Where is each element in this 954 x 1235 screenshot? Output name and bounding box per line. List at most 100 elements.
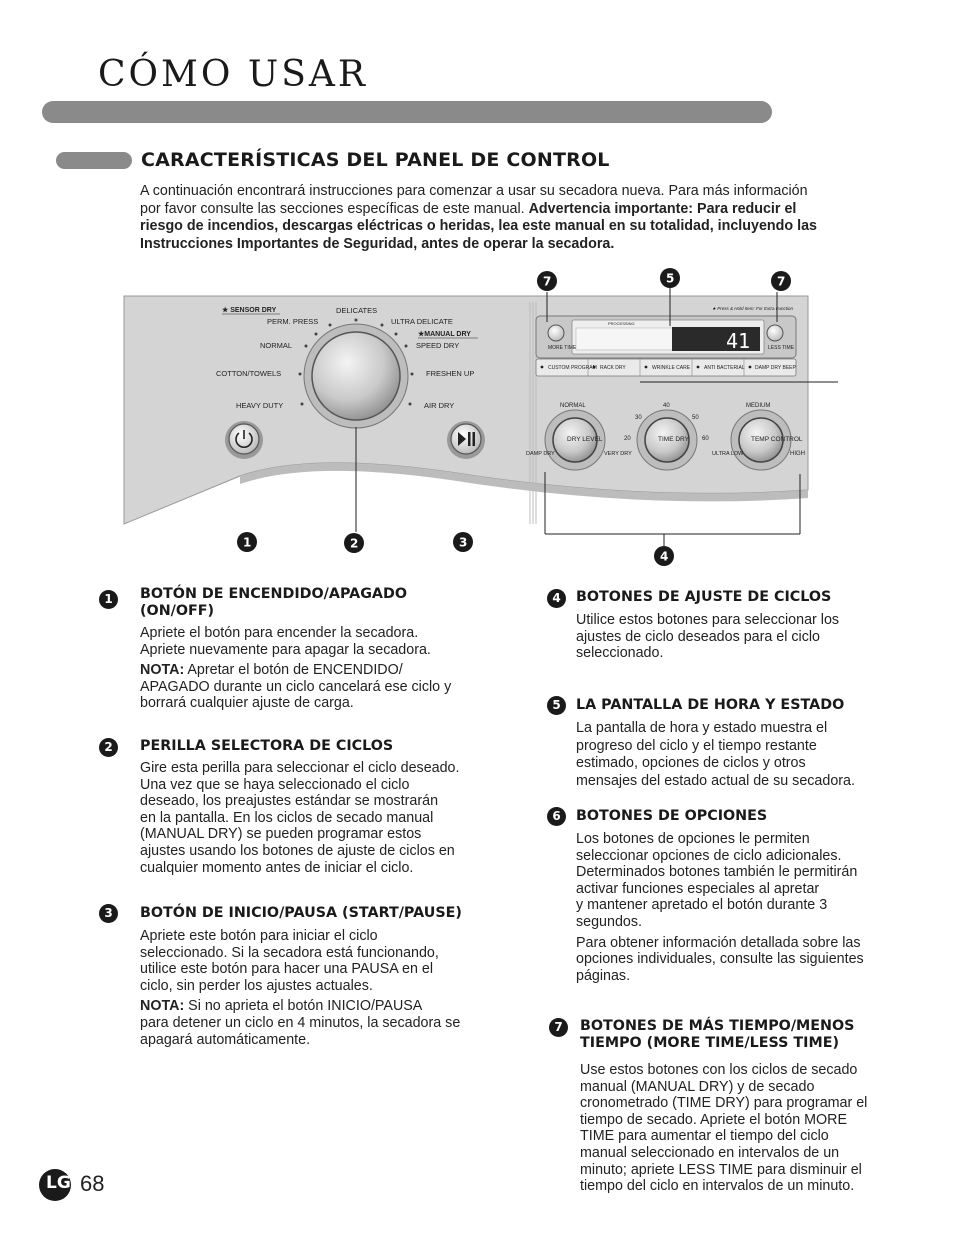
body-line: deseado, los preajustes estándar se most…: [140, 793, 439, 810]
time-dry-knob: [636, 409, 698, 471]
item-title-line: BOTÓN DE ENCENDIDO/APAGADO: [140, 586, 408, 602]
body-line: y mantener apretado el botón durante 3: [576, 897, 828, 914]
dial-dots: [298, 318, 414, 406]
note-label: NOTA:: [140, 998, 185, 1015]
lcd-digits: 41: [726, 329, 750, 353]
cycle-dial: [311, 331, 401, 421]
body-line: seleccionado. Si la secadora está funcio…: [140, 944, 439, 961]
freshen-up-label: FRESHEN UP: [426, 369, 474, 378]
body-line: Determinados botones también le permitir…: [576, 864, 858, 881]
note-line: apagará automáticamente.: [140, 1031, 311, 1048]
processing-label: PROCESSING: [608, 321, 635, 326]
item-3-body: Apriete este botón para iniciar el ciclo…: [140, 928, 500, 1052]
body-line: cualquier momento antes de iniciar el ci…: [140, 859, 414, 876]
body-line: (MANUAL DRY) se pueden programar estos: [140, 826, 422, 843]
item-3-title: BOTÓN DE INICIO/PAUSA (START/PAUSE): [140, 905, 462, 921]
callout-3: 3: [453, 532, 473, 552]
svg-text:2: 2: [350, 537, 358, 551]
very-dry-label: VERY DRY: [604, 451, 632, 457]
body-line: manual seleccionado en intervalos de un: [580, 1144, 840, 1161]
item-6-number: 6: [547, 807, 566, 826]
item-4-body: Utilice estos botones para seleccionar l…: [576, 612, 906, 662]
note-label: NOTA:: [140, 662, 185, 679]
intro-warning: Instrucciones Importantes de Seguridad, …: [140, 235, 615, 252]
press-hold-hint: ★ Press & Hold Item: For Extra Function: [712, 306, 794, 311]
control-panel-illustration: ★ SENSOR DRY PERM. PRESS DELICATES ULTRA…: [120, 262, 840, 582]
body-line: Utilice estos botones para seleccionar l…: [576, 612, 840, 628]
body-line: tiempo del ciclo en intervalos de un min…: [580, 1178, 855, 1195]
item-4-number: 4: [547, 589, 566, 608]
callout-5: 5: [660, 268, 680, 288]
svg-text:4: 4: [660, 550, 668, 564]
body-line: Use estos botones con los ciclos de seca…: [580, 1062, 858, 1078]
item-title-line: BOTONES DE MÁS TIEMPO/MENOS: [580, 1018, 855, 1034]
intro-paragraph: A continuación encontrará instrucciones …: [140, 183, 900, 253]
item-6-title: BOTONES DE OPCIONES: [576, 808, 768, 824]
temp-control-knob: [730, 409, 792, 471]
less-time-button: [766, 324, 784, 342]
svg-text:1: 1: [243, 536, 251, 550]
body-line: Una vez que se haya seleccionado el cicl…: [140, 776, 410, 793]
callout-lines: [355, 288, 838, 546]
more-time-label: MORE TIME: [548, 345, 577, 351]
item-5-title: LA PANTALLA DE HORA Y ESTADO: [576, 697, 845, 713]
option-buttons-strip: [535, 358, 797, 377]
time-40-label: 40: [663, 403, 670, 409]
air-dry-label: AIR DRY: [424, 401, 454, 410]
callout-4: 4: [654, 546, 674, 566]
dry-level-knob: [544, 409, 606, 471]
body-line: TIME para aumentar el tiempo del ciclo: [580, 1128, 829, 1145]
item-2-number: 2: [99, 738, 118, 757]
svg-text:7: 7: [777, 275, 785, 289]
item-paragraph: Para obtener información detallada sobre…: [576, 935, 906, 985]
knob-normal-label: NORMAL: [560, 403, 586, 409]
item-note: NOTA: Apretar el botón de ENCENDIDO/APAG…: [140, 662, 500, 712]
page-number: 68: [80, 1171, 105, 1196]
body-line: en la pantalla. En los ciclos de secado …: [140, 809, 434, 826]
item-1-number: 1: [99, 590, 118, 609]
intro-line: A continuación encontrará instrucciones …: [140, 183, 808, 199]
more-time-button: [547, 324, 565, 342]
callout-2: 2: [344, 533, 364, 553]
anti-bacterial-button: ANTI BACTERIAL: [704, 365, 745, 371]
item-paragraph: Apriete este botón para iniciar el ciclo…: [140, 928, 500, 994]
perm-press-label: PERM. PRESS: [267, 317, 318, 326]
body-line: Apriete nuevamente para apagar la secado…: [140, 641, 431, 658]
ultra-delicate-label: ULTRA DELICATE: [391, 317, 453, 326]
item-title-line: TIEMPO (MORE TIME/LESS TIME): [580, 1035, 840, 1051]
body-line: Los botones de opciones le permiten: [576, 831, 810, 847]
body-line: cronometrado (TIME DRY) para programar e…: [580, 1095, 868, 1112]
rack-dry-button: RACK DRY: [600, 365, 626, 371]
cotton-towels-label: COTTON/TOWELS: [216, 369, 281, 378]
body-line: páginas.: [576, 967, 631, 984]
item-7-title: BOTONES DE MÁS TIEMPO/MENOS TIEMPO (MORE…: [580, 1018, 854, 1052]
body-line: activar funciones especiales al apretar: [576, 880, 820, 897]
temp-control-label: TEMP CONTROL: [751, 436, 803, 443]
normal-label: NORMAL: [260, 341, 292, 350]
section-title: CARACTERÍSTICAS DEL PANEL DE CONTROL: [141, 149, 610, 171]
item-5-number: 5: [547, 696, 566, 715]
less-time-label: LESS TIME: [768, 345, 795, 351]
wrinkle-care-button: WRINKLE CARE: [652, 365, 691, 371]
body-line: Gire esta perilla para seleccionar el ci…: [140, 760, 460, 776]
speed-dry-label: SPEED DRY: [416, 341, 459, 350]
section-marker: [56, 152, 132, 169]
body-line: minuto; apriete LESS TIME para disminuir…: [580, 1161, 862, 1178]
item-7-number: 7: [549, 1018, 568, 1037]
svg-text:5: 5: [666, 272, 674, 286]
item-3-number: 3: [99, 904, 118, 923]
body-line: ajustes de ciclo deseados para el ciclo: [576, 628, 820, 645]
custom-program-button: CUSTOM PROGRAM: [548, 365, 597, 371]
body-line: segundos.: [576, 913, 642, 930]
time-60-label: 60: [702, 436, 709, 442]
intro-warning: Advertencia importante: Para reducir el: [528, 200, 797, 217]
panel-edge: [240, 462, 808, 502]
page-title: CÓMO USAR: [98, 54, 368, 95]
damp-dry-beep-button: DAMP DRY BEEP: [755, 365, 797, 371]
lg-logo-icon: LG: [39, 1169, 71, 1201]
note-line: borrará cualquier ajuste de carga.: [140, 695, 354, 712]
intro-warning-line: riesgo de incendios, descargas eléctrica…: [140, 218, 900, 236]
header-bar: [42, 101, 772, 123]
svg-text:7: 7: [543, 275, 551, 289]
manual-dry-label: ★MANUAL DRY: [418, 330, 471, 338]
